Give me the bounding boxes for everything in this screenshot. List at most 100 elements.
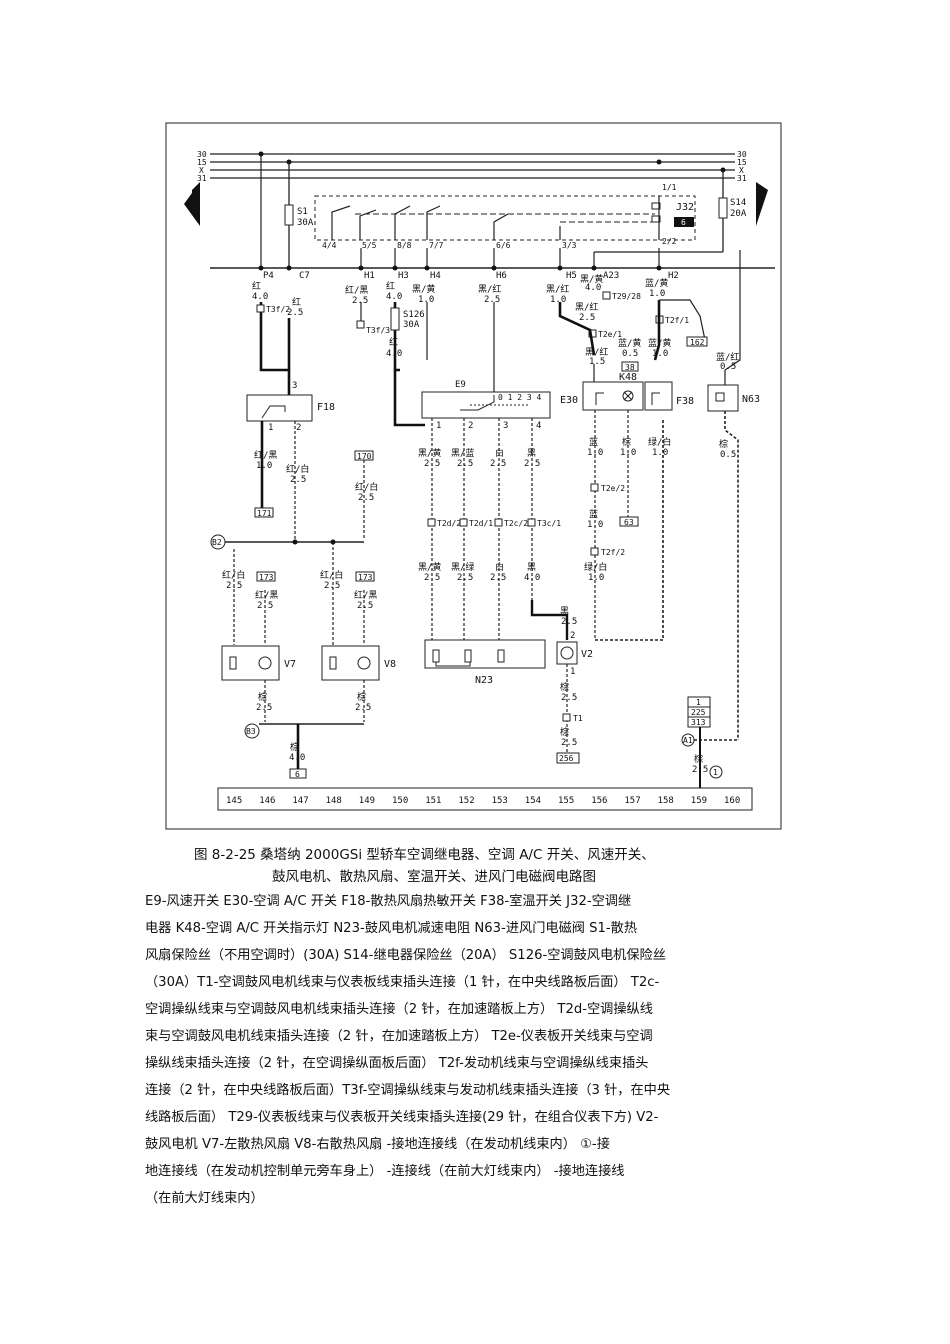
n23-wire-labels: 黑/黄 2.5 黑/绿 2.5 白 2.5 黑 4.0 — [418, 561, 540, 583]
wire-color: 黑/黄 — [580, 273, 603, 285]
wire-size: 1.0 — [652, 349, 668, 359]
bus-label: 31 — [737, 174, 747, 183]
bus-label: X — [739, 166, 744, 175]
wire-size: 1.0 — [418, 295, 434, 305]
connector: P4 — [263, 271, 274, 281]
grid-number: 149 — [359, 796, 375, 806]
side-box-value: 313 — [691, 718, 706, 727]
component-label: V2 — [581, 649, 593, 660]
ground-point: A1 — [683, 736, 693, 745]
wire-color: 黑/红 — [478, 283, 501, 295]
wire-size: 2.5 — [324, 581, 340, 591]
wire-size: 2.5 — [524, 459, 540, 469]
wire-size: 2.5 — [257, 601, 273, 611]
wire-size: 1.0 — [588, 573, 604, 583]
bus-label: 15 — [737, 158, 747, 167]
wire-color: 红/黑 — [345, 284, 368, 296]
e9-switch-label: 0 1 2 3 4 — [498, 393, 542, 402]
bus-label: X — [199, 166, 204, 175]
plug-label: T2d/1 — [469, 519, 493, 528]
legend-line: 鼓风电机 V7-左散热风扇 V8-右散热风扇 -接地连接线（在发动机线束内） ①… — [145, 1137, 610, 1152]
fuse-s14 — [718, 197, 728, 219]
wire-size: 4.0 — [252, 292, 268, 302]
legend-line: （在前大灯线束内） — [145, 1191, 264, 1206]
wire-size: 4.0 — [386, 349, 402, 359]
ref-box: 6 — [295, 770, 300, 779]
wire-size: 1.0 — [550, 295, 566, 305]
component-f18 — [246, 394, 313, 422]
wire-color: 黑/黄 — [418, 447, 441, 459]
legend-line: 空调操纵线束与空调鼓风电机线束插头连接（2 针，在加速踏板上方） T2d-空调操… — [145, 1002, 653, 1017]
wire-color: 黑/黄 — [412, 283, 435, 295]
grid-number: 145 — [226, 796, 242, 806]
relay-j32 — [314, 195, 696, 241]
grid-number: 159 — [691, 796, 707, 806]
connector: H4 — [430, 271, 441, 281]
wire-color: 白 — [495, 561, 504, 573]
wire-color: 棕 — [258, 691, 267, 703]
bus-labels-left: 30 15 X 31 — [197, 150, 207, 183]
wire-color: 棕 — [694, 753, 703, 765]
wire-size: 1.0 — [652, 448, 668, 458]
wire-size: 2.5 — [490, 459, 506, 469]
wire-color: 红/白 — [320, 569, 343, 581]
wire-color: 红 — [386, 280, 395, 292]
wire-size: 2.5 — [579, 313, 595, 323]
right-arrow-icon — [756, 182, 768, 226]
fuse-rating: 20A — [730, 209, 747, 219]
wire-color: 棕 — [560, 726, 569, 738]
wire-color: 黑 — [527, 562, 536, 573]
legend-line: 束与空调鼓风电机线束插头连接（2 针，在加速踏板上方） T2e-仪表板开关线束与… — [145, 1029, 653, 1044]
wire-size: 4.0 — [289, 753, 305, 763]
legend-line: E9-风速开关 E30-空调 A/C 开关 F18-散热风扇热敏开关 F38-室… — [145, 894, 632, 909]
relay-pin-labels: 4/4 5/5 8/8 7/7 6/6 3/3 2/2 1/1 — [322, 183, 677, 250]
grid-number: 146 — [259, 796, 275, 806]
plug-label: T2e/1 — [598, 330, 622, 339]
wire-size: 4.0 — [386, 292, 402, 302]
fan-wire-labels: 红/白 2.5 红/黑 2.5 红/白 2.5 红/黑 2.5 — [222, 569, 377, 611]
caption-line-2: 鼓风电机、散热风扇、室温开关、进风门电磁阀电路图 — [272, 869, 596, 885]
wire-size: 2.5 — [290, 475, 306, 485]
wire-color: 黑 — [560, 606, 569, 617]
relay-pin: 7/7 — [429, 241, 444, 250]
wire-color: 棕 — [560, 681, 569, 693]
fuse-id: S1 — [297, 207, 308, 217]
ref-box: 162 — [690, 338, 705, 347]
fan-motor-icon — [357, 656, 371, 670]
wire-color: 棕 — [357, 691, 366, 703]
top-connectors: P4 C7 H1 H3 H4 H6 H5 A23 H2 — [263, 271, 679, 281]
component-n23 — [424, 639, 546, 669]
pin-number: 1 — [570, 667, 575, 677]
circuit-diagram: 30 15 X 31 30 15 X 31 S1 30A S14 20A J32… — [165, 122, 782, 830]
wire-size: 2.5 — [457, 459, 473, 469]
relay-pin: 8/8 — [397, 241, 412, 250]
connector: A23 — [603, 271, 619, 281]
connector: H1 — [364, 271, 375, 281]
relay-pin: 4/4 — [322, 241, 337, 250]
relay-pin: 1/1 — [662, 183, 677, 192]
wire-color: 红/白 — [355, 481, 378, 493]
relay-pin: 2/2 — [662, 237, 677, 246]
ref-box: 173 — [358, 573, 373, 582]
wire-size: 2.5 — [355, 703, 371, 713]
wire-color: 红 — [252, 280, 261, 292]
wire-color: 红/黑 — [354, 589, 377, 601]
connector: C7 — [299, 271, 310, 281]
wire-color: 蓝/黄 — [618, 337, 641, 349]
wire-size: 1.5 — [589, 357, 605, 367]
pin-number: 2 — [296, 423, 301, 433]
wire-color: 红/黑 — [254, 449, 277, 461]
legend-line: 连接（2 针，在中央线路板后面）T3f-空调操纵线束与发动机线束插头连接（3 针… — [145, 1083, 671, 1098]
ref-box: 38 — [625, 363, 635, 372]
grid-number: 147 — [292, 796, 308, 806]
legend-line: 风扇保险丝（不用空调时）(30A) S14-继电器保险丝（20A） S126-空… — [145, 948, 666, 963]
ground-point: B3 — [246, 727, 256, 736]
component-e30-k48 — [582, 381, 644, 411]
component-label: V7 — [284, 659, 296, 670]
plug-label: T3c/1 — [537, 519, 561, 528]
relay-pin: 5/5 — [362, 241, 377, 250]
ref-box: 170 — [357, 452, 372, 461]
plug-label: T3f/2 — [266, 305, 290, 314]
wire-color: 蓝/红 — [716, 351, 739, 363]
motor-icon — [560, 646, 574, 660]
